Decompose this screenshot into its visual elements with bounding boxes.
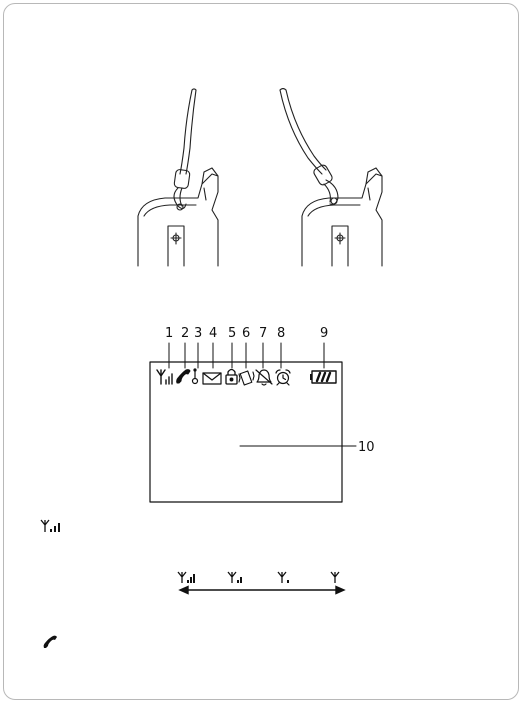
handset-call-icon	[42, 634, 58, 650]
phone-left-illustration	[138, 89, 218, 266]
callout-label-5: 5	[228, 327, 236, 340]
keypad-lock-icon	[226, 370, 237, 385]
signal-level-4-icon	[178, 572, 194, 583]
double-arrow-icon	[180, 587, 344, 594]
callout-label-4: 4	[209, 327, 217, 340]
lcd-display-diagram	[140, 340, 360, 510]
envelope-icon	[203, 373, 221, 384]
callout-label-9: 9	[320, 327, 328, 340]
callout-label-2: 2	[181, 327, 189, 340]
signal-level-1-icon	[278, 572, 288, 583]
battery-icon	[310, 371, 336, 383]
signal-strength-icon	[157, 370, 172, 384]
signal-strength-scale-diagram	[170, 568, 360, 600]
callout-leader-lines	[169, 343, 356, 446]
callout-label-10: 10	[358, 441, 375, 454]
signal-level-2-icon	[228, 572, 241, 583]
vibrate-icon	[239, 371, 254, 385]
silent-bell-icon	[256, 370, 272, 385]
callout-label-7: 7	[259, 327, 267, 340]
callout-label-1: 1	[165, 327, 173, 340]
handset-call-icon	[177, 370, 190, 383]
callout-label-3: 3	[194, 327, 202, 340]
callout-label-8: 8	[277, 327, 285, 340]
strap-attachment-illustration	[120, 88, 400, 268]
roaming-icon	[193, 369, 198, 384]
phone-right-illustration	[280, 89, 382, 267]
signal-level-0-icon	[331, 572, 339, 583]
alarm-clock-icon	[276, 370, 290, 385]
signal-strength-icon	[40, 519, 66, 533]
callout-label-6: 6	[242, 327, 250, 340]
